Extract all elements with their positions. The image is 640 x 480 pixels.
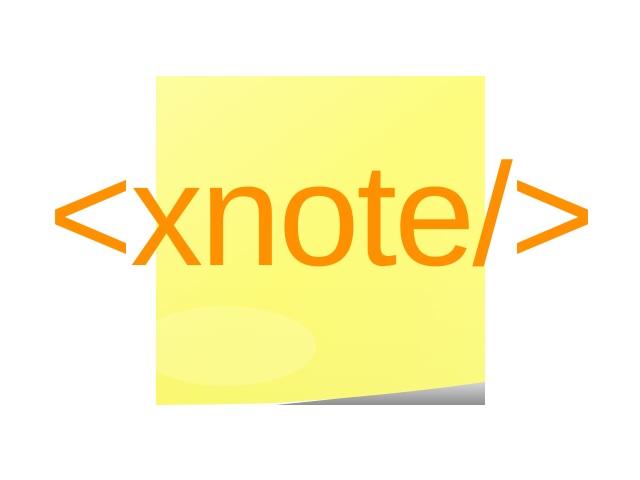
sticky-note-icon [156, 76, 485, 405]
logo-wordmark: <xnote/> [47, 133, 595, 296]
